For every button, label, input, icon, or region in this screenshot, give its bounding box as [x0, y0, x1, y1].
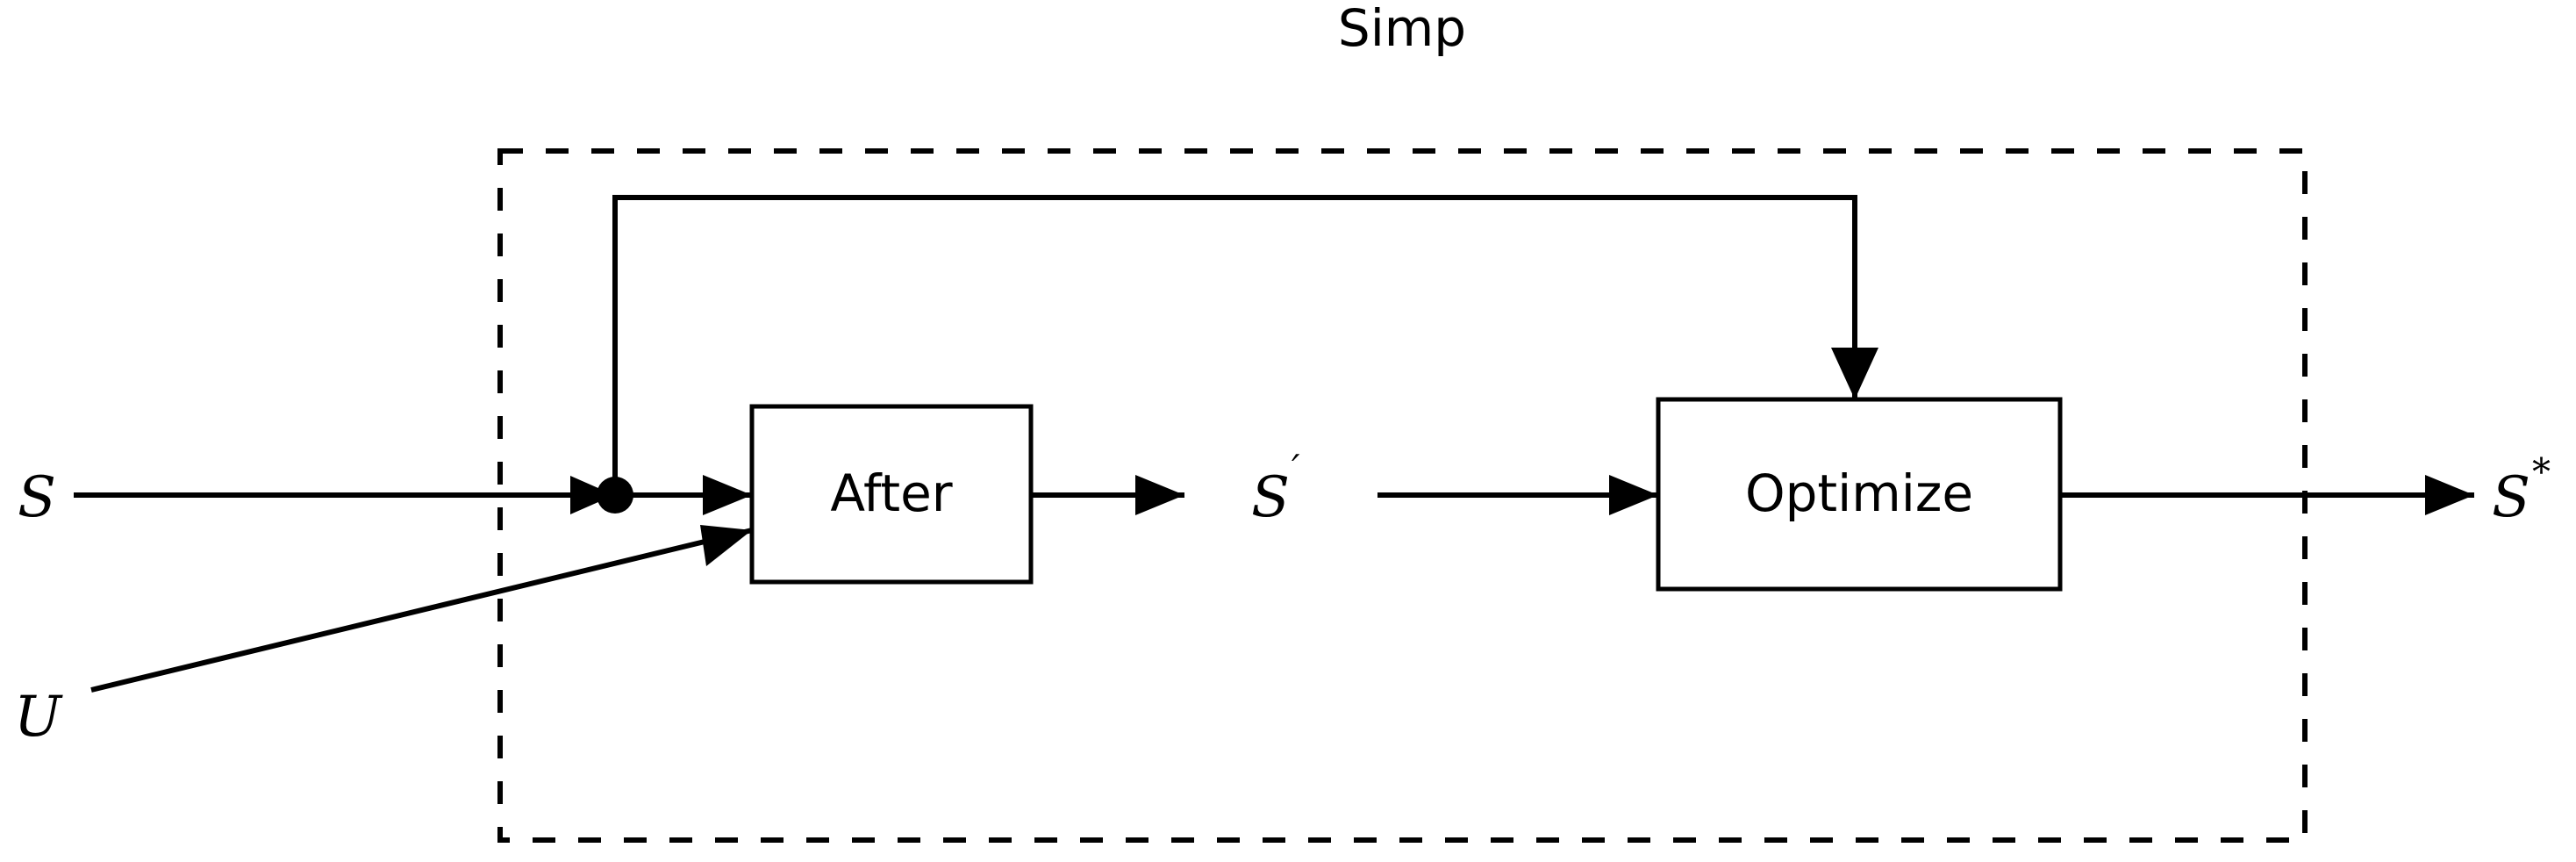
- arrow-head-icon: [703, 475, 752, 515]
- block-optimize-label: Optimize: [1745, 463, 1973, 523]
- arrow-head-icon: [1135, 475, 1184, 515]
- block-optimize-rect[interactable]: [1656, 397, 2063, 592]
- signal-label-s-star: S *: [2492, 450, 2551, 530]
- signal-s-prime-superscript: ′: [1292, 447, 1300, 490]
- edge-u-to-after: [90, 525, 753, 693]
- arrow-head-icon: [1609, 475, 1658, 515]
- signal-s-text: S: [18, 465, 56, 530]
- edge-junction-to-after: [615, 475, 752, 515]
- signal-label-u: U: [14, 685, 63, 750]
- group-title: Simp: [1338, 0, 1466, 58]
- block-after[interactable]: After: [749, 404, 1034, 585]
- signal-s-star-superscript: *: [2532, 450, 2551, 493]
- signal-s-star-text: S: [2492, 465, 2530, 530]
- arrow-head-icon: [1831, 348, 1878, 399]
- edge-s-to-junction: [74, 476, 614, 514]
- arrow-head-icon: [700, 525, 752, 566]
- edge-optimize-to-sstar: [2060, 475, 2474, 515]
- arrow-head-icon: [2425, 475, 2474, 515]
- block-after-label: After: [830, 463, 952, 523]
- signal-u-text: U: [14, 685, 63, 750]
- edge-after-to-sprime: [1031, 475, 1184, 515]
- edge-junction-feedback-to-optimize: [612, 195, 1878, 495]
- arrow-head-icon: [570, 476, 614, 514]
- signal-label-s: S: [18, 465, 56, 530]
- block-after-rect[interactable]: [749, 404, 1034, 585]
- signal-label-s-prime: S ′: [1251, 447, 1300, 530]
- signal-s-prime-text: S: [1251, 465, 1290, 530]
- block-optimize[interactable]: Optimize: [1656, 397, 2063, 592]
- edge-sprime-to-optimize: [1377, 475, 1658, 515]
